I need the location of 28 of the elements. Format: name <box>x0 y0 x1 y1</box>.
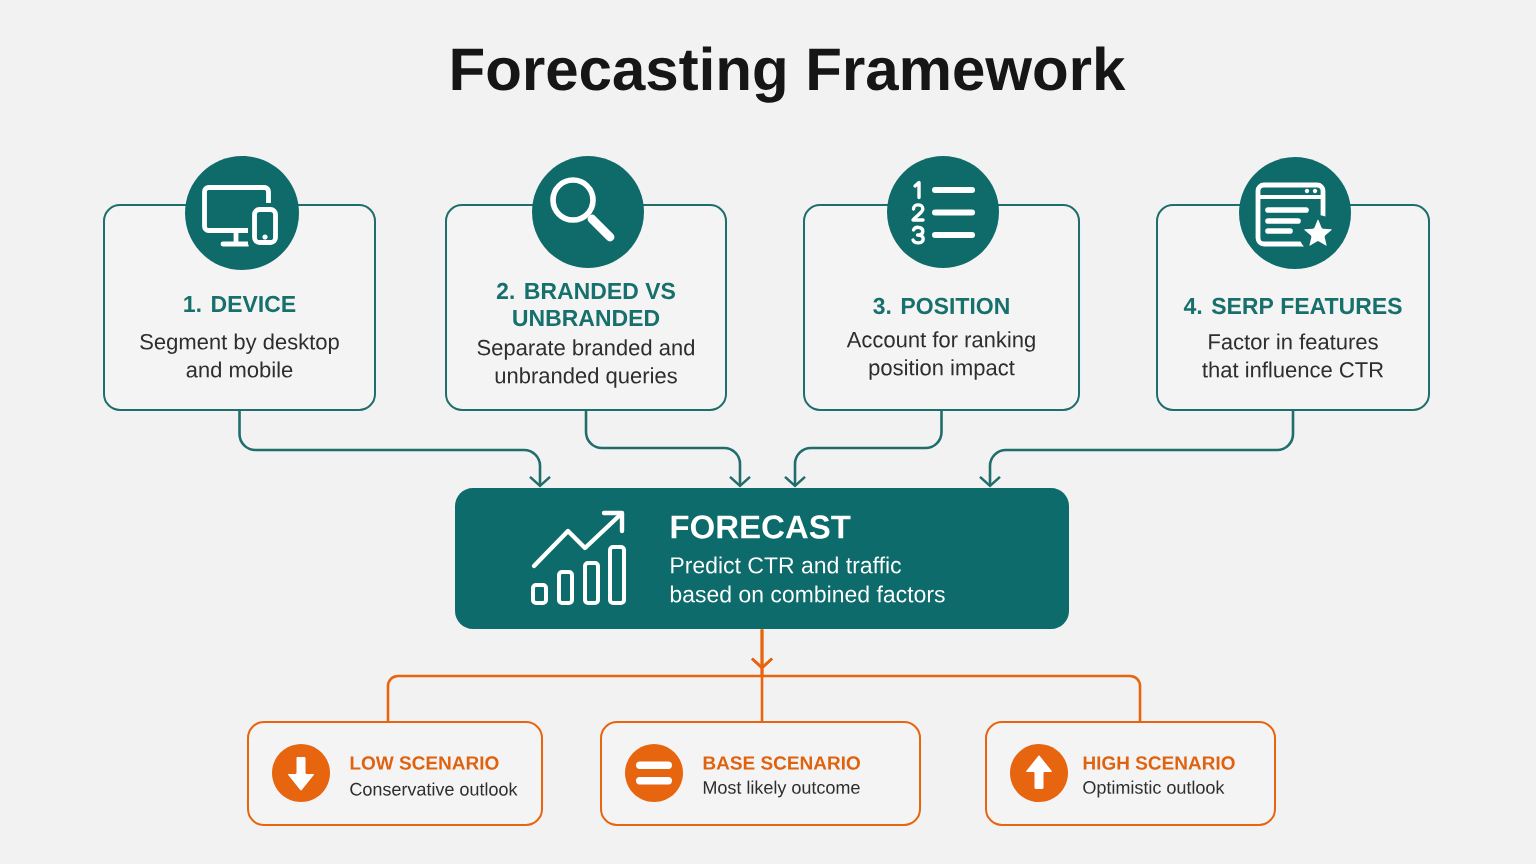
scenario-card <box>985 721 1276 826</box>
scenario-title: BASE SCENARIO <box>703 756 860 770</box>
card-description: Account for ranking position impact <box>846 331 1035 380</box>
connector <box>979 411 1295 488</box>
scenario-title: HIGH SCENARIO <box>1083 756 1235 770</box>
scenario-description: Most likely outcome <box>703 780 860 798</box>
scenario-card <box>600 721 921 826</box>
card-description: Segment by desktop and mobile <box>140 333 339 378</box>
forecast-panel <box>455 488 1069 629</box>
connector <box>784 411 943 488</box>
panel-title: FORECAST <box>671 515 851 539</box>
connector <box>238 411 551 488</box>
card-title: 3. POSITION <box>873 297 1009 315</box>
card-title: 1. DEVICE <box>184 295 296 313</box>
card-title: 2. BRANDED VS UNBRANDED <box>496 282 675 327</box>
card-description: Factor in features that influence CTR <box>1202 333 1384 378</box>
card-description: Separate branded and unbranded queries <box>477 339 694 388</box>
panel-description: Predict CTR and traffic based on combined factors <box>670 556 945 603</box>
scenario-card <box>247 721 543 826</box>
scenario-description: Optimistic outlook <box>1083 780 1225 798</box>
connector <box>584 411 751 488</box>
step-card <box>445 204 727 411</box>
step-card <box>803 204 1080 411</box>
card-title: 4. SERP FEATURES <box>1183 297 1402 315</box>
scenario-description: Conservative outlook <box>350 782 518 796</box>
page-title: Forecasting Framework <box>452 46 1126 103</box>
scenario-title: LOW SCENARIO <box>350 756 499 770</box>
connector <box>751 629 1142 721</box>
